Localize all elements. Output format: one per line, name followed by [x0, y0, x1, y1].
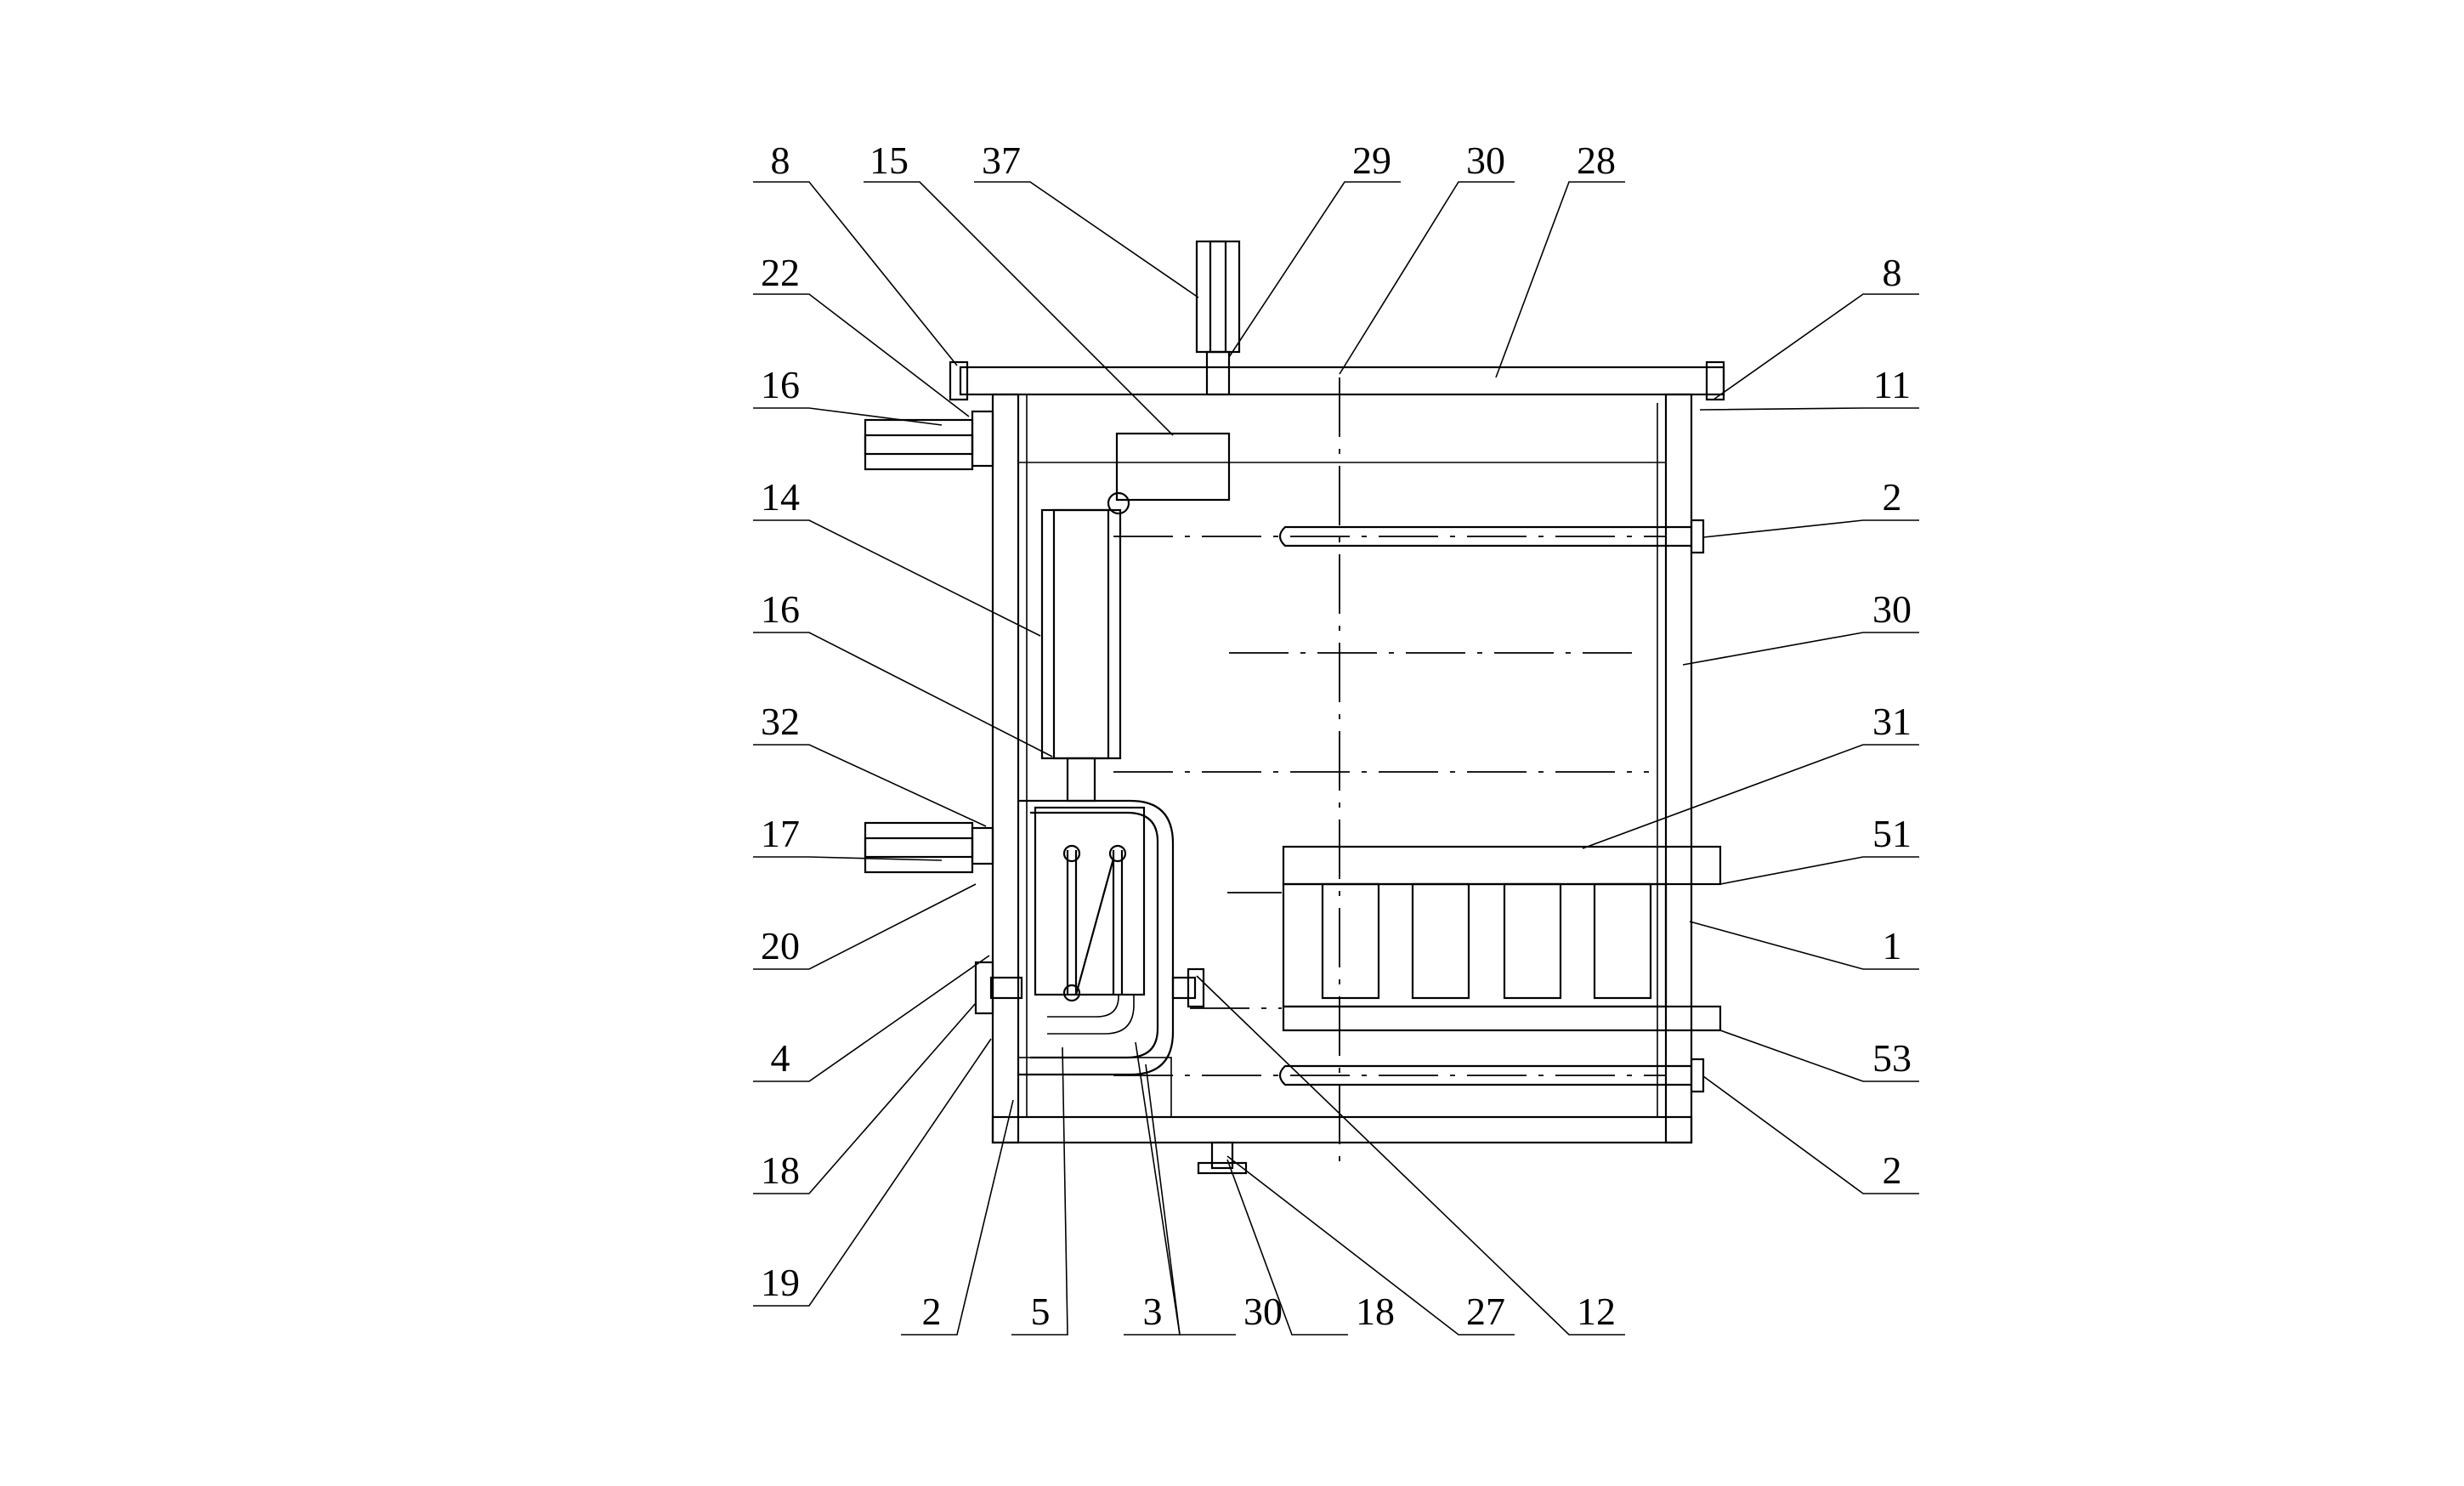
label-51: 51 — [1872, 812, 1912, 855]
label-11: 11 — [1873, 363, 1911, 406]
side-nozzles — [864, 410, 994, 874]
label-15: 15 — [869, 139, 909, 182]
label-30-top: 30 — [1466, 139, 1505, 182]
exchanger — [974, 799, 1205, 1118]
sensor-box — [1115, 432, 1231, 502]
label-18-bottom: 18 — [1356, 1290, 1395, 1333]
label-31: 31 — [1872, 700, 1912, 743]
heater-rods — [1278, 519, 1705, 1093]
tray — [1282, 845, 1722, 1032]
label-14: 14 — [761, 475, 800, 519]
flange-bolt-right — [1705, 360, 1725, 401]
label-3: 3 — [1143, 1290, 1163, 1333]
label-1: 1 — [1883, 924, 1902, 967]
label-2-bottom: 2 — [922, 1290, 942, 1333]
label-5: 5 — [1031, 1290, 1051, 1333]
label-29: 29 — [1352, 139, 1391, 182]
label-2-lower: 2 — [1883, 1149, 1902, 1192]
bottom-drain — [1197, 1141, 1248, 1175]
left-wall — [991, 393, 1020, 1144]
flange-bolt-left — [949, 360, 969, 401]
centre-lines — [1113, 377, 1666, 1170]
top-lid — [959, 366, 1725, 396]
label-20: 20 — [761, 924, 800, 967]
callout-labels: 8 15 37 29 30 28 22 8 16 11 14 2 16 30 3… — [761, 139, 1912, 1333]
label-37: 37 — [982, 139, 1021, 182]
label-8-top-left: 8 — [771, 139, 790, 182]
label-27: 27 — [1466, 1290, 1505, 1333]
label-17: 17 — [761, 812, 800, 855]
label-2-upper: 2 — [1883, 475, 1902, 519]
top-nozzle — [1195, 240, 1241, 396]
label-28: 28 — [1577, 139, 1616, 182]
vessel — [949, 360, 1725, 1144]
label-4: 4 — [771, 1036, 790, 1080]
leader-lines — [753, 181, 1919, 1336]
label-8-right: 8 — [1883, 251, 1902, 294]
label-19: 19 — [761, 1261, 800, 1304]
label-18-left: 18 — [761, 1149, 800, 1192]
label-12: 12 — [1577, 1290, 1616, 1333]
label-53: 53 — [1872, 1036, 1912, 1080]
bottom-plate — [991, 1115, 1693, 1144]
label-30-right: 30 — [1872, 587, 1912, 631]
label-30-bottom: 30 — [1243, 1290, 1283, 1333]
label-16-upper: 16 — [761, 363, 800, 406]
label-32: 32 — [761, 700, 800, 743]
label-16-lower: 16 — [761, 587, 800, 631]
cylinder — [1040, 508, 1122, 803]
label-22: 22 — [761, 251, 800, 294]
